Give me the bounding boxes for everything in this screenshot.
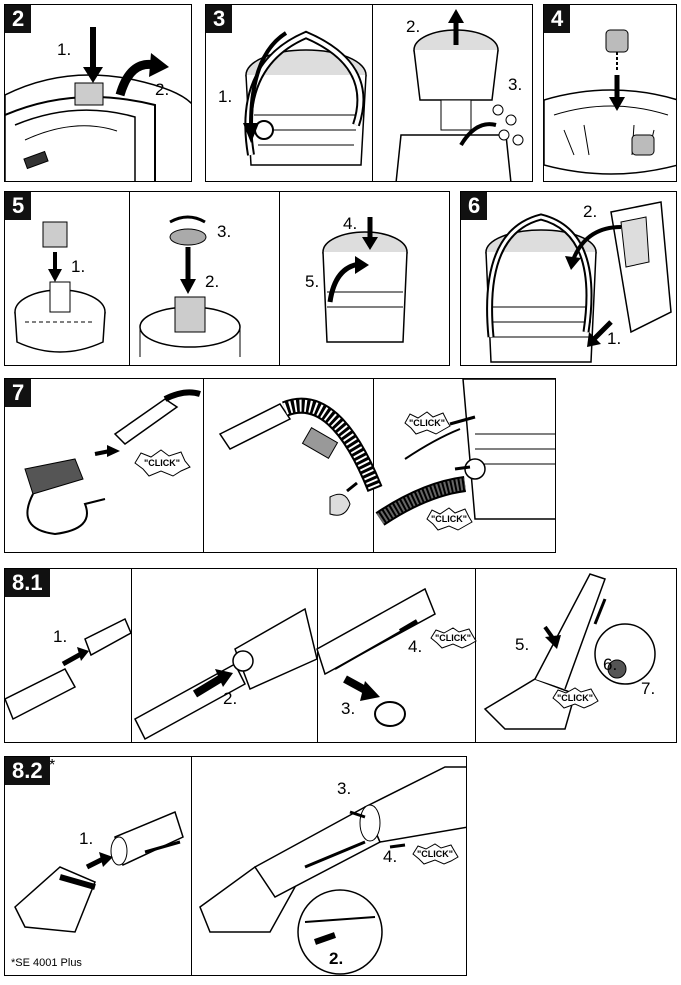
spray-lance-assembly-illustration [5, 573, 656, 741]
step-number: 2. [406, 17, 421, 36]
step-number: 3. [217, 222, 232, 241]
filter-installation-illustration [14, 215, 408, 357]
click-text: "CLICK" [556, 693, 594, 703]
step-number: 2. [223, 689, 238, 708]
step-badge: 6 [461, 192, 488, 220]
click-text: "CLICK" [143, 458, 181, 468]
step-badge: 5 [5, 192, 32, 220]
hose-holder-illustration [485, 201, 672, 363]
step-8-2-panel: 8.2 * 1. 3. 4. 2. "CLICK" *SE 4001 Plus [4, 756, 467, 976]
step-number: 4. [408, 637, 423, 656]
step-number: 6. [603, 655, 618, 674]
step-number: 5. [515, 635, 530, 654]
vacuum-top-illustration [5, 27, 191, 181]
step-number: 4. [343, 214, 358, 233]
step-8-1-panel: 8.1 1. 2. 3. 4. 5. 6. 7. "CLICK" " [4, 568, 677, 743]
vacuum-head-removal-illustration [243, 9, 524, 181]
step-number: 1. [218, 87, 233, 106]
footnote: *SE 4001 Plus [11, 957, 82, 969]
caster-wheel-illustration [544, 29, 676, 175]
click-callout: "CLICK" [429, 627, 477, 649]
step-badge: 7 [5, 379, 32, 407]
step-number: 5. [305, 272, 320, 291]
step-badge: 4 [544, 5, 571, 33]
click-callout: "CLICK" [425, 507, 473, 531]
step-5-panel: 5 1. 2. 3. 4. 5. [4, 191, 450, 366]
click-callout: "CLICK" [403, 411, 451, 435]
step-4-panel: 4 [543, 4, 677, 182]
upholstery-nozzle-illustration [14, 766, 466, 975]
step-number: 1. [71, 257, 86, 276]
step-number: 2. [205, 272, 220, 291]
step-number: 2. [583, 202, 598, 221]
step-2-panel: 2 1. 2. [4, 4, 192, 182]
step-number: 7. [641, 679, 656, 698]
hose-connection-illustration [24, 379, 555, 536]
step-number: 3. [337, 779, 352, 798]
click-callout: "CLICK" [411, 843, 459, 865]
step-number: 2. [329, 949, 344, 968]
step-3-panel: 3 1. 2. 3. [205, 4, 533, 182]
asterisk: * [49, 757, 56, 774]
step-badge: 8.2 [5, 757, 50, 785]
step-badge: 2 [5, 5, 32, 33]
step-badge: 8.1 [5, 569, 50, 597]
click-text: "CLICK" [430, 514, 468, 524]
click-text: "CLICK" [416, 849, 454, 859]
click-text: "CLICK" [408, 418, 446, 428]
step-number: 2. [155, 80, 170, 99]
step-number: 1. [607, 329, 622, 348]
click-callout: "CLICK" [551, 687, 599, 709]
step-number: 1. [53, 627, 68, 646]
step-number: 1. [57, 40, 72, 59]
step-number: 3. [341, 699, 356, 718]
step-number: 1. [79, 829, 94, 848]
click-callout: "CLICK" [133, 449, 191, 477]
step-7-panel: 7 "CLICK" "CLICK" "CLICK" [4, 378, 556, 553]
step-number: 3. [508, 75, 523, 94]
step-6-panel: 6 2. 1. [460, 191, 677, 366]
step-number: 4. [383, 847, 398, 866]
step-badge: 3 [206, 5, 233, 33]
click-text: "CLICK" [434, 633, 472, 643]
